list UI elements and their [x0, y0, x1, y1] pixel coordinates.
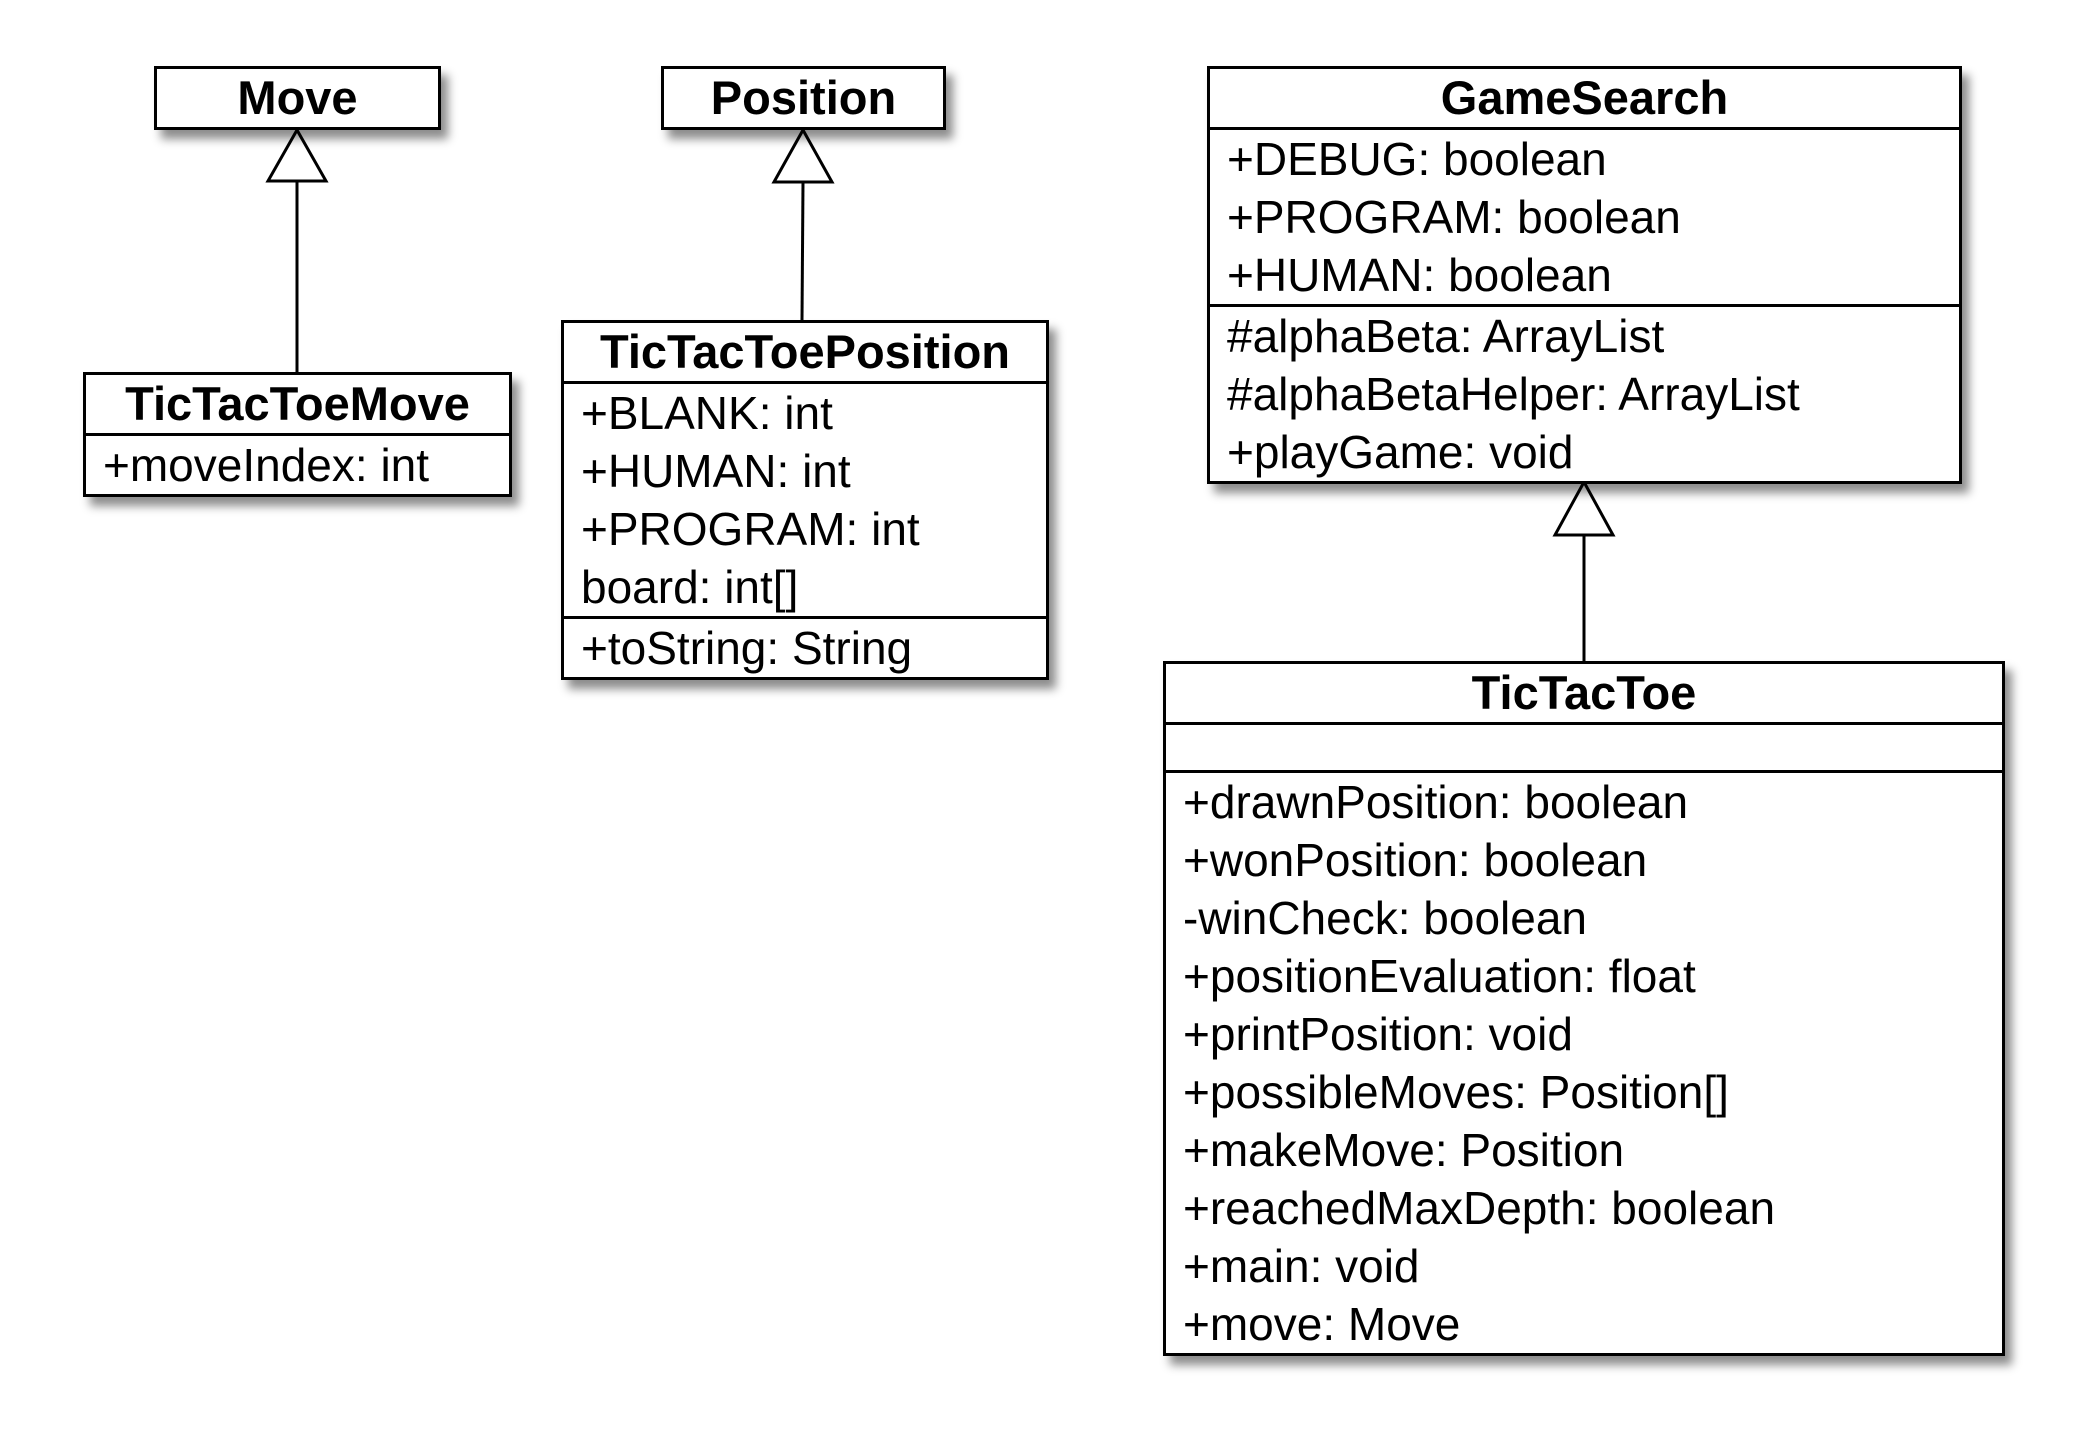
tictactoe-operations: +drawnPosition: boolean +wonPosition: bo… [1166, 770, 2002, 1353]
operation: +makeMove: Position [1183, 1124, 1625, 1176]
operation: +reachedMaxDepth: boolean [1183, 1182, 1776, 1234]
attribute: +DEBUG: boolean [1227, 133, 1607, 185]
generalization-arrowhead-gamesearch [1552, 478, 1616, 537]
class-name-tictactoemove: TicTacToeMove [125, 377, 470, 430]
class-name-move: Move [237, 71, 358, 124]
class-gamesearch: GameSearch +DEBUG: boolean +PROGRAM: boo… [1207, 66, 1962, 484]
tictactoemove-attributes: +moveIndex: int [86, 433, 509, 494]
tictactoe-attributes [1166, 722, 2002, 770]
generalization-arrowhead-position [771, 126, 835, 184]
class-tictactoeposition: TicTacToePosition +BLANK: int +HUMAN: in… [561, 320, 1049, 680]
operation: +positionEvaluation: float [1183, 950, 1696, 1002]
operation: +drawnPosition: boolean [1183, 776, 1689, 828]
class-position: Position [661, 66, 946, 130]
generalization-arrowhead-move [265, 126, 329, 183]
tictactoeposition-operations: +toString: String [564, 616, 1046, 677]
operation: +printPosition: void [1183, 1008, 1573, 1060]
class-name-position: Position [710, 71, 897, 124]
gamesearch-operations: #alphaBeta: ArrayList #alphaBetaHelper: … [1210, 304, 1959, 481]
class-name-tictactoeposition: TicTacToePosition [599, 325, 1010, 378]
class-tictactoemove: TicTacToeMove +moveIndex: int [83, 372, 512, 497]
tictactoeposition-attributes: +BLANK: int +HUMAN: int +PROGRAM: int bo… [564, 381, 1046, 616]
operation: +playGame: void [1227, 426, 1574, 478]
attribute: board: int[] [581, 561, 799, 613]
attribute: +HUMAN: boolean [1227, 249, 1612, 301]
operation: -winCheck: boolean [1183, 892, 1588, 944]
class-name-gamesearch: GameSearch [1440, 71, 1729, 124]
class-tictactoe: TicTacToe +drawnPosition: boolean +wonPo… [1163, 661, 2005, 1356]
operation: +main: void [1183, 1240, 1420, 1292]
attribute: +BLANK: int [581, 387, 833, 439]
attribute: +PROGRAM: boolean [1227, 191, 1681, 243]
operation: +toString: String [581, 622, 913, 674]
generalization-line-tictactoeposition-position [800, 181, 805, 321]
operation: #alphaBetaHelper: ArrayList [1227, 368, 1800, 420]
operation: #alphaBeta: ArrayList [1227, 310, 1665, 362]
operation: +move: Move [1183, 1298, 1461, 1350]
gamesearch-attributes: +DEBUG: boolean +PROGRAM: boolean +HUMAN… [1210, 127, 1959, 304]
attribute: +PROGRAM: int [581, 503, 920, 555]
class-name-tictactoe: TicTacToe [1471, 666, 1697, 719]
class-move: Move [154, 66, 441, 130]
attribute: +moveIndex: int [103, 439, 430, 491]
operation: +wonPosition: boolean [1183, 834, 1648, 886]
attribute: +HUMAN: int [581, 445, 851, 497]
operation: +possibleMoves: Position[] [1183, 1066, 1729, 1118]
